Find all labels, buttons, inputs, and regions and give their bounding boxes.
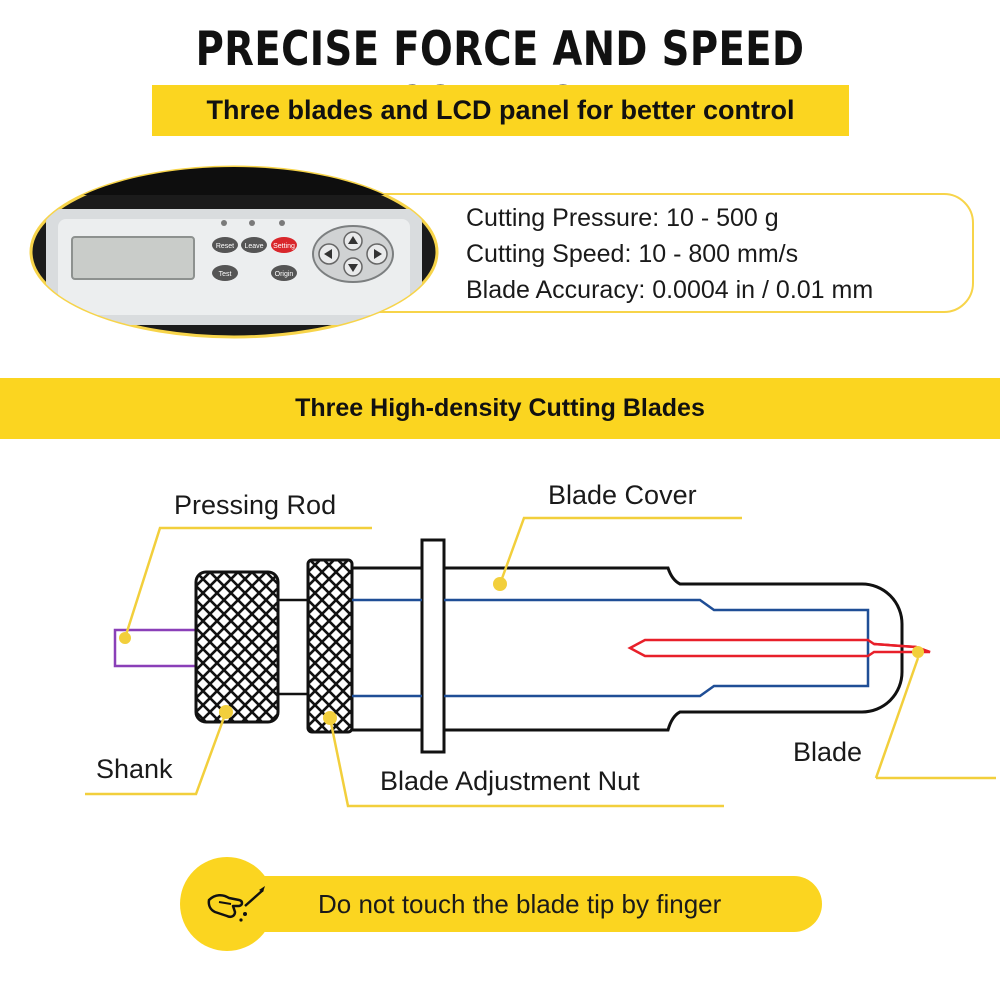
leader-lines bbox=[85, 516, 996, 808]
warning-text: Do not touch the blade tip by finger bbox=[318, 889, 722, 919]
cover-flange bbox=[420, 538, 446, 754]
leave-key bbox=[241, 237, 267, 253]
finger-blade-icon bbox=[207, 886, 265, 922]
blade-diagram bbox=[85, 516, 996, 808]
inner-channel bbox=[352, 598, 870, 698]
test-label: Test bbox=[219, 271, 232, 278]
label-blade: Blade bbox=[793, 737, 863, 767]
subtitle: Three blades and LCD panel for better co… bbox=[206, 95, 795, 125]
warning-pill bbox=[182, 876, 822, 932]
label-shank: Shank bbox=[96, 754, 173, 784]
arrow-left-icon bbox=[324, 249, 332, 259]
label-pressing-rod: Pressing Rod bbox=[174, 490, 337, 520]
test-key bbox=[212, 265, 238, 281]
leader-dots bbox=[119, 577, 924, 725]
direction-pad bbox=[312, 225, 394, 283]
arrow-down-icon bbox=[348, 264, 358, 272]
section-title: Three High-density Cutting Blades bbox=[295, 394, 705, 422]
blade-adjustment-nut bbox=[306, 558, 354, 734]
pressing-rod bbox=[113, 628, 196, 668]
spec-accuracy: Blade Accuracy: 0.0004 in / 0.01 mm bbox=[466, 276, 874, 304]
origin-key bbox=[271, 265, 297, 281]
shank bbox=[194, 570, 280, 724]
reset-key bbox=[212, 237, 238, 253]
arrow-right-icon bbox=[374, 249, 382, 259]
reset-label: Reset bbox=[216, 243, 234, 250]
lcd-screen bbox=[71, 236, 195, 280]
spec-speed: Cutting Speed: 10 - 800 mm/s bbox=[466, 240, 799, 268]
label-blade-cover: Blade Cover bbox=[548, 480, 697, 510]
spec-pressure: Cutting Pressure: 10 - 500 g bbox=[466, 204, 779, 232]
origin-label: Origin bbox=[275, 271, 294, 278]
leave-label: Leave bbox=[244, 243, 263, 250]
section-band bbox=[0, 378, 1000, 439]
control-panel-illustration: Reset Leave Setting Test Origin bbox=[29, 165, 439, 339]
arrow-up-icon bbox=[348, 236, 358, 244]
setting-label: Setting bbox=[273, 243, 295, 250]
label-blade-adjustment-nut: Blade Adjustment Nut bbox=[380, 766, 640, 796]
setting-key bbox=[271, 237, 297, 253]
subtitle-band bbox=[152, 85, 849, 136]
blade-cover bbox=[350, 566, 904, 732]
